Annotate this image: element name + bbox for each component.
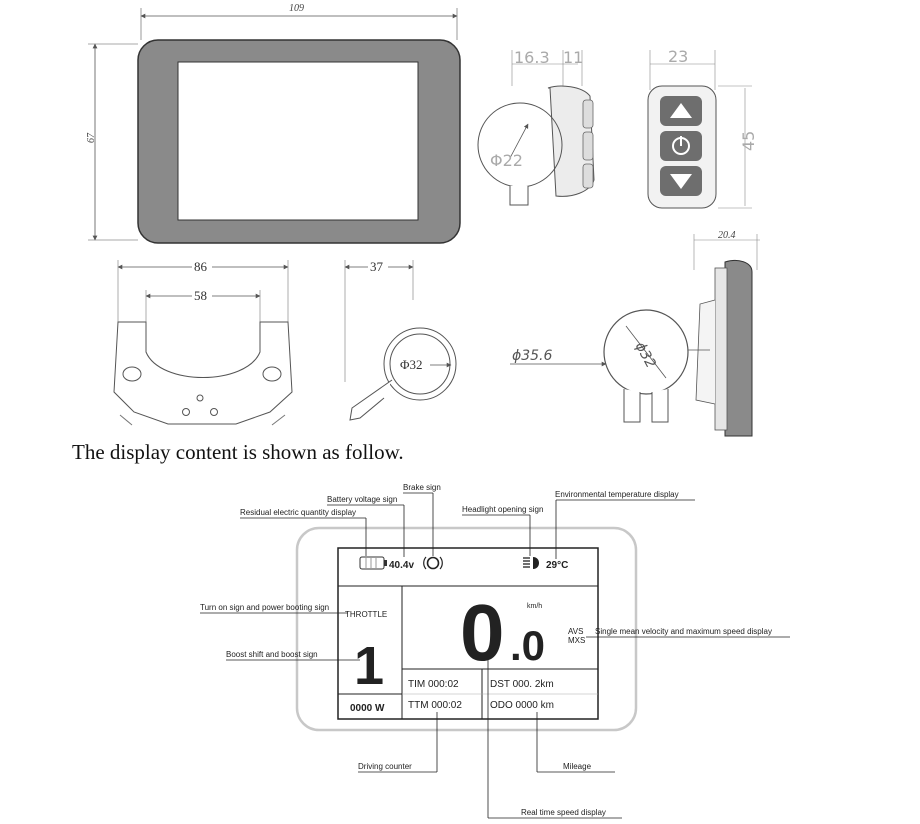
dim-37: 37 [370,259,384,274]
dim-86: 86 [194,259,208,274]
dim-23: 23 [668,47,688,66]
label-headlight: Headlight opening sign [462,505,543,514]
dim-45: 45 [739,131,758,151]
dim-20-4: 20.4 [718,230,736,241]
dim-67: 67 [86,132,97,143]
lcd-mxs: MXS [568,636,585,645]
lcd-unit: km/h [527,603,542,610]
dim-phi35-6: ϕ35.6 [512,348,553,364]
label-env-temp: Environmental temperature display [555,490,679,499]
label-boost: Boost shift and boost sign [226,650,318,659]
lcd-throttle: THROTTLE [345,610,387,619]
label-turn-on: Turn on sign and power booting sign [200,603,329,612]
lcd-odo: ODO 0000 km [490,700,554,711]
label-residual: Residual electric quantity display [240,508,356,517]
dim-phi22: Φ22 [490,151,523,170]
label-battery-voltage: Battery voltage sign [327,495,397,504]
label-driving-counter: Driving counter [358,762,412,771]
dim-109: 109 [289,3,304,14]
section-heading: The display content is shown as follow. [72,440,404,464]
dim-58: 58 [194,288,207,303]
callouts: Brake sign Battery voltage sign Residual… [200,483,790,819]
label-avg-max: Single mean velocity and maximum speed d… [595,627,772,636]
lcd-avs: AVS [568,627,583,636]
label-realtime-speed: Real time speed display [521,808,606,817]
display-front-view: 109 67 [86,3,461,244]
lcd-gear: 1 [354,636,384,696]
lcd-ttm: TTM 000:02 [408,700,462,711]
display-side-view: 20.4 ϕ32 ϕ35.6 [510,230,760,437]
dim-phi32b: ϕ32 [632,340,659,371]
lcd-power: 0000 W [350,703,385,714]
button-pad-front-view: 23 45 [647,47,758,209]
lcd-voltage: 40.4v [389,560,414,571]
lcd-temperature: 29°C [546,560,568,571]
label-brake: Brake sign [403,483,441,492]
label-mileage: Mileage [563,762,592,771]
dim-phi32: Φ32 [400,357,423,372]
button-pad-side-view: 16.3 11 Φ22 [477,48,595,206]
lcd-speed-dec: .0 [510,622,545,669]
lcd-tim: TIM 000:02 [408,679,459,690]
clamp-side-view: 37 Φ32 [344,259,457,421]
lcd-diagram: 40.4v 29°C THROTTLE 1 0000 W km/h 0 .0 A… [295,526,638,732]
dim-11: 11 [563,48,583,67]
lcd-dst: DST 000. 2km [490,679,554,690]
lcd-speed-int: 0 [460,588,505,677]
dim-16-3: 16.3 [514,48,550,67]
mount-bracket-view: 86 58 [113,259,293,426]
